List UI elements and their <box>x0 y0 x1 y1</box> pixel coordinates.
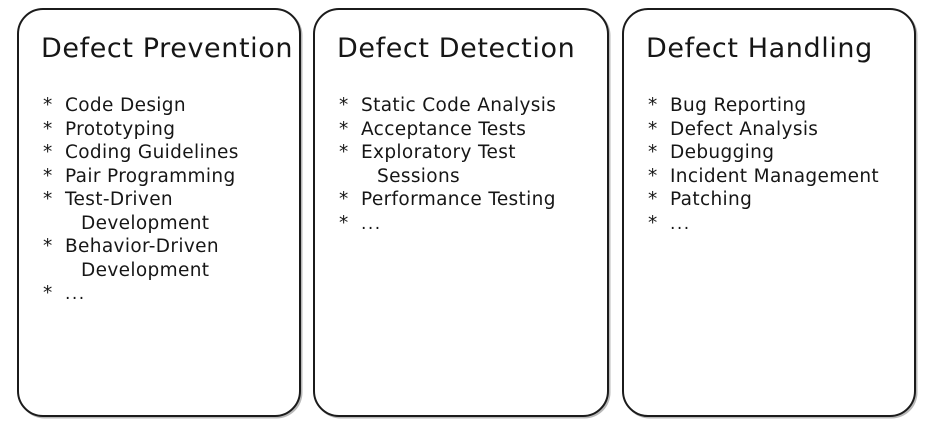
bullet-asterisk-icon: * <box>43 95 53 116</box>
list-item-label: Acceptance Tests <box>361 118 527 140</box>
list-item-label: ... <box>65 284 86 304</box>
card-1: Defect Detection * Static Code Analysis * Ac… <box>313 8 609 417</box>
card-item-list: * Code Design * Prototyping * Coding Guidelin… <box>43 94 289 306</box>
bullet-asterisk-icon: * <box>339 142 349 163</box>
list-item-label: Incident Management <box>670 165 879 187</box>
bullet-asterisk-icon: * <box>339 118 349 140</box>
list-item: *... <box>43 282 289 306</box>
list-item: * Patching <box>648 188 904 212</box>
list-item-label-continued: Development <box>81 259 210 281</box>
list-item: * Incident Management <box>648 165 904 189</box>
card-item-list: * Bug Reporting * Defect Analysis * Debugging… <box>648 94 904 235</box>
card-title: Defect Prevention <box>41 33 294 64</box>
card-item-list: * Static Code Analysis * Acceptance Tests * E… <box>339 94 597 235</box>
list-item: * Acceptance Tests <box>339 118 597 142</box>
list-item-label: Performance Testing <box>361 189 556 210</box>
bullet-asterisk-icon: * <box>339 212 349 234</box>
list-item-label: Exploratory Test <box>361 142 516 163</box>
bullet-asterisk-icon: * <box>43 283 53 304</box>
list-item-label: Patching <box>670 189 753 210</box>
list-item: *... <box>339 212 597 236</box>
bullet-asterisk-icon: * <box>648 212 658 234</box>
bullet-asterisk-icon: * <box>648 118 658 140</box>
list-item: *... <box>648 212 904 236</box>
bullet-asterisk-icon: * <box>339 189 349 210</box>
card-title: Defect Detection <box>337 33 576 64</box>
list-item-label: Defect Analysis <box>670 118 819 140</box>
list-item: * Coding Guidelines <box>43 141 289 165</box>
bullet-asterisk-icon: * <box>648 189 658 210</box>
list-item-label: ... <box>361 213 382 234</box>
card-2: Defect Handling * Bug Reporting * Defect Ana… <box>622 8 916 417</box>
bullet-asterisk-icon: * <box>43 189 53 210</box>
list-item-label: Debugging <box>670 142 775 163</box>
list-item-label: Pair Programming <box>65 165 236 187</box>
list-item: * Debugging <box>648 141 904 165</box>
list-item-label: Bug Reporting <box>670 95 807 116</box>
list-item: * Code Design <box>43 94 289 118</box>
list-item-label: Behavior-Driven <box>65 236 219 257</box>
list-item-label: ... <box>670 213 691 234</box>
list-item-label: Static Code Analysis <box>361 95 557 116</box>
bullet-asterisk-icon: * <box>43 236 53 257</box>
list-item-label: Code Design <box>65 95 186 116</box>
card-0: Defect Prevention * Code Design * Prototypin… <box>17 8 301 417</box>
list-item: * Performance Testing <box>339 188 597 212</box>
bullet-asterisk-icon: * <box>43 142 53 163</box>
list-item-label: Coding Guidelines <box>65 142 239 163</box>
bullet-asterisk-icon: * <box>648 95 658 116</box>
list-item: * Static Code Analysis <box>339 94 597 118</box>
bullet-asterisk-icon: * <box>43 118 53 140</box>
list-item: * Defect Analysis <box>648 118 904 142</box>
list-item-label: Prototyping <box>65 118 176 140</box>
bullet-asterisk-icon: * <box>648 165 658 187</box>
list-item-label-continued: Sessions <box>377 165 461 187</box>
list-item: * Prototyping <box>43 118 289 142</box>
list-item: * Pair Programming <box>43 165 289 189</box>
bullet-asterisk-icon: * <box>648 142 658 163</box>
card-title: Defect Handling <box>646 33 873 64</box>
list-item: * Bug Reporting <box>648 94 904 118</box>
list-item-label-continued: Development <box>81 212 210 234</box>
list-item-label: Test-Driven <box>65 189 174 210</box>
bullet-asterisk-icon: * <box>339 95 349 116</box>
bullet-asterisk-icon: * <box>43 165 53 187</box>
